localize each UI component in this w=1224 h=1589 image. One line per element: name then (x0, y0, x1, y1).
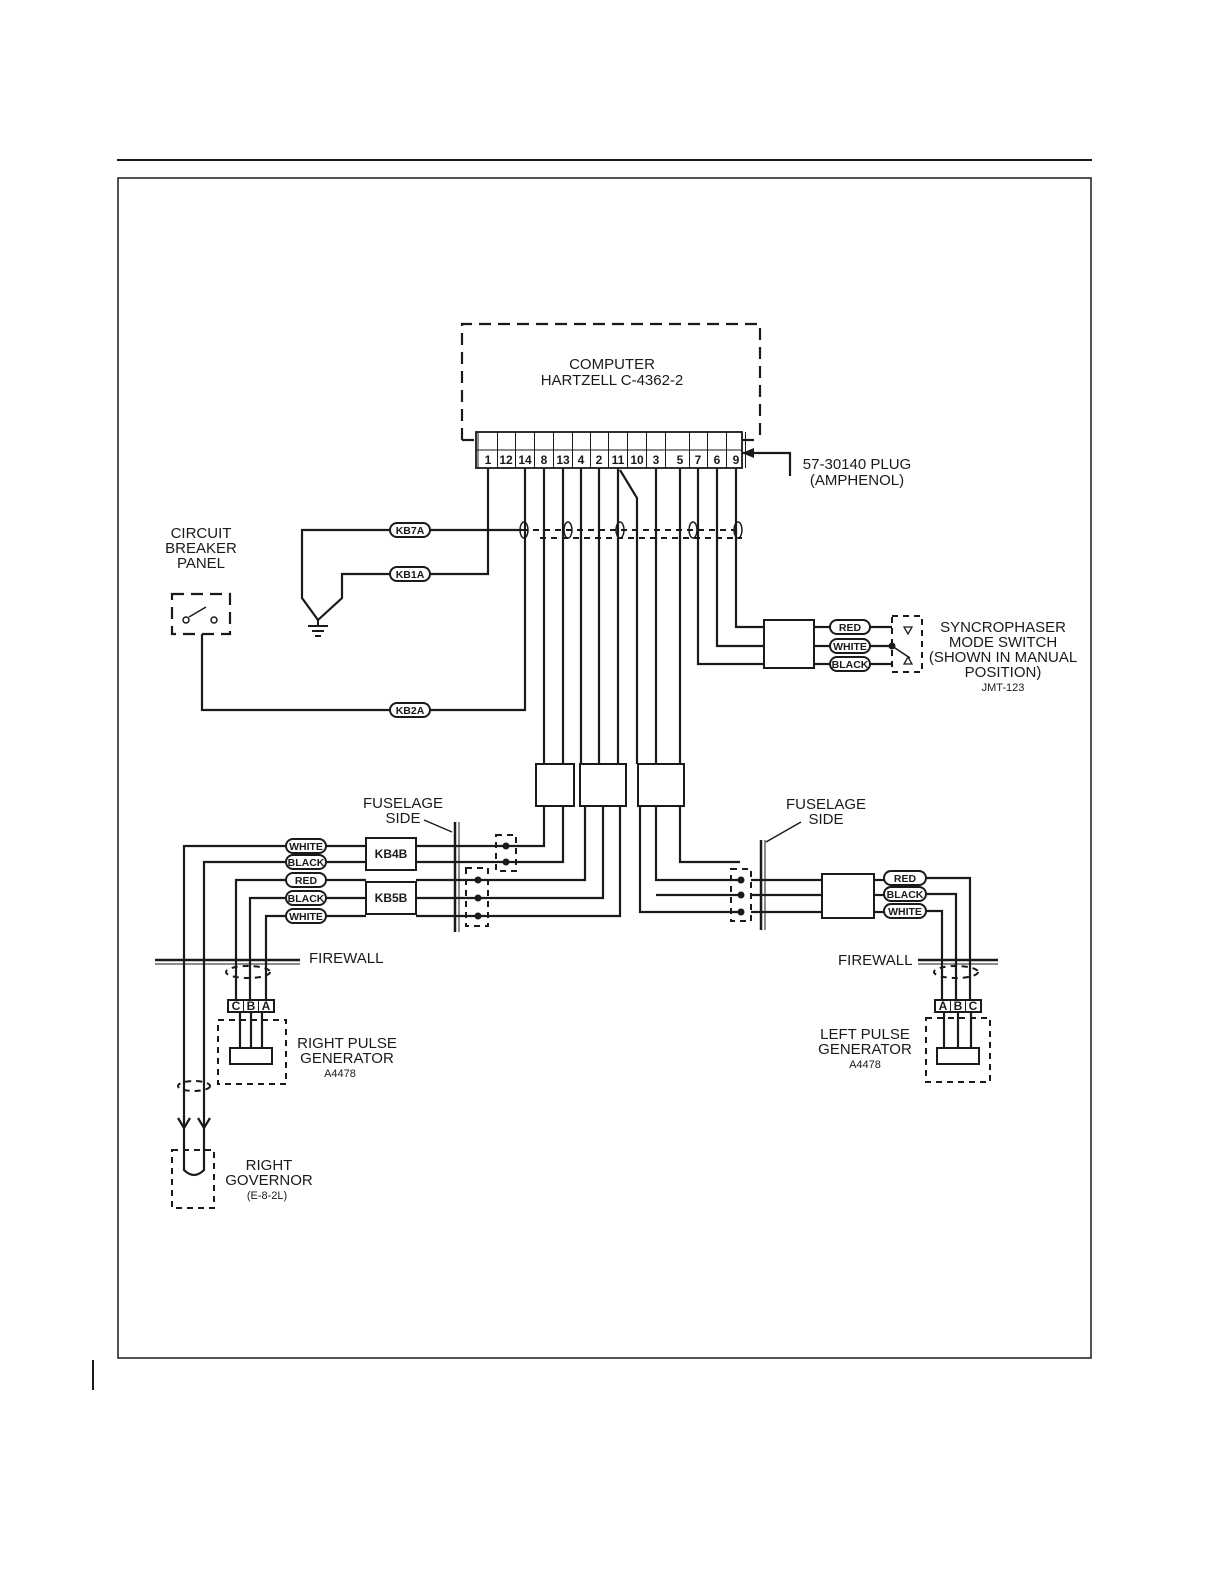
wire-color-tag: BLACK (829, 656, 871, 672)
wire-color-tag: BLACK (285, 854, 327, 870)
plug-pin-label: 9 (733, 453, 740, 467)
right-branch-wires: FUSELAGE SIDE RED BLACK WHITE (638, 796, 972, 1000)
plug-pin-label: 3 (653, 453, 660, 467)
pulse-pin-label: A (939, 999, 948, 1013)
plug-sublabel: (AMPHENOL) (810, 472, 904, 489)
kb5b-label: KB5B (375, 891, 408, 905)
svg-text:BLACK: BLACK (832, 659, 869, 671)
plug-wires (200, 468, 764, 764)
svg-text:RIGHT: RIGHT (246, 1157, 293, 1174)
svg-text:RIGHT PULSE: RIGHT PULSE (297, 1035, 397, 1052)
computer-title: COMPUTER (569, 356, 655, 373)
figure-frame (117, 177, 1092, 1359)
wire-tag-kb7a: KB7A (389, 522, 431, 538)
fuselage-side-right-label: FUSELAGE (786, 796, 866, 813)
svg-text:RED: RED (839, 622, 862, 634)
svg-text:RED: RED (295, 875, 318, 887)
firewall-left-label: FIREWALL (309, 950, 383, 967)
wire-color-tag: BLACK (883, 886, 927, 902)
svg-text:POSITION): POSITION) (965, 664, 1042, 681)
computer-model: HARTZELL C-4362-2 (541, 372, 684, 389)
wire-tag-kb1a: KB1A (389, 566, 431, 582)
svg-text:WHITE: WHITE (888, 906, 922, 918)
left-branch-wires: FUSELAGE SIDE KB4B KB5B WHITE BLACK RED BLA… (182, 795, 622, 1150)
kb4b-label: KB4B (375, 847, 408, 861)
svg-text:BREAKER: BREAKER (165, 540, 237, 557)
wire-color-tag: RED (883, 870, 927, 886)
svg-text:BLACK: BLACK (288, 857, 325, 869)
firewall-right: FIREWALL (838, 952, 998, 979)
svg-text:(SHOWN IN MANUAL: (SHOWN IN MANUAL (929, 649, 1077, 666)
svg-text:WHITE: WHITE (289, 911, 323, 923)
svg-text:GENERATOR: GENERATOR (818, 1041, 912, 1058)
plug-leader (742, 451, 792, 476)
wire-color-tag: BLACK (285, 890, 327, 906)
plug-pin-label: 12 (499, 453, 513, 467)
wire-color-tag: WHITE (883, 903, 927, 919)
svg-text:SIDE: SIDE (808, 811, 843, 828)
plug-pin-label: 13 (556, 453, 570, 467)
svg-text:A4478: A4478 (849, 1059, 881, 1071)
plug-pin-label: 2 (596, 453, 603, 467)
computer-box: COMPUTER HARTZELL C-4362-2 (460, 322, 762, 442)
plug-pin-label: 11 (612, 453, 625, 467)
plug-pin-label: 6 (714, 453, 721, 467)
svg-text:BLACK: BLACK (288, 893, 325, 905)
pulse-pin-label: C (969, 999, 978, 1013)
svg-text:SIDE: SIDE (385, 810, 420, 827)
svg-text:PANEL: PANEL (177, 555, 225, 572)
svg-text:GOVERNOR: GOVERNOR (225, 1172, 313, 1189)
plug-pin-label: 4 (578, 453, 585, 467)
svg-text:RED: RED (894, 873, 917, 885)
shield-markers (519, 521, 743, 539)
wire-color-tag: WHITE (285, 838, 327, 854)
svg-text:WHITE: WHITE (289, 841, 323, 853)
wire-color-tag: WHITE (829, 638, 871, 654)
svg-text:KB1A: KB1A (396, 569, 425, 581)
svg-text:MODE SWITCH: MODE SWITCH (949, 634, 1057, 651)
svg-text:(E-8-2L): (E-8-2L) (247, 1190, 287, 1202)
svg-text:WHITE: WHITE (833, 641, 867, 653)
plug-pin-label: 8 (541, 453, 548, 467)
wire-tag-kb2a: KB2A (389, 702, 431, 718)
right-governor: RIGHT GOVERNOR (E-8-2L) (171, 1080, 313, 1209)
firewall-right-label: FIREWALL (838, 952, 912, 969)
circuit-breaker-panel: CIRCUIT BREAKER PANEL (165, 525, 237, 636)
svg-text:JMT-123: JMT-123 (982, 682, 1025, 694)
plug-arrow-icon (742, 448, 754, 458)
svg-text:GENERATOR: GENERATOR (300, 1050, 394, 1067)
breaker-switch-icon (188, 606, 207, 618)
svg-text:BLACK: BLACK (887, 889, 924, 901)
svg-text:SYNCROPHASER: SYNCROPHASER (940, 619, 1066, 636)
plug-pin-label: 14 (518, 453, 532, 467)
pulse-pin-label: A (262, 999, 271, 1013)
svg-text:KB2A: KB2A (396, 705, 425, 717)
pulse-pin-label: C (232, 999, 241, 1013)
wire-color-tag: RED (285, 872, 327, 888)
svg-text:KB7A: KB7A (396, 525, 425, 537)
plug-pin-label: 10 (630, 453, 644, 467)
syncrophaser-switch: RED WHITE BLACK SYNCROPHASER MODE SWITCH (… (763, 615, 1077, 694)
svg-text:A4478: A4478 (324, 1068, 356, 1080)
plug-pin-label: 5 (677, 453, 684, 467)
switch-lever-icon (891, 645, 911, 659)
fuselage-side-left-label: FUSELAGE (363, 795, 443, 812)
plug-pin-label: 7 (695, 453, 702, 467)
wire-color-tag: RED (829, 619, 871, 635)
firewall-left: FIREWALL (155, 950, 383, 979)
wire-color-tag: WHITE (285, 908, 327, 924)
pulse-pin-label: B (954, 999, 963, 1013)
ground-icon (308, 620, 328, 637)
svg-text:CIRCUIT: CIRCUIT (171, 525, 232, 542)
plug-pin-label: 1 (485, 453, 492, 467)
svg-text:LEFT PULSE: LEFT PULSE (820, 1026, 910, 1043)
plug-label: 57-30140 PLUG (803, 456, 911, 473)
pulse-pin-label: B (247, 999, 256, 1013)
splice-blocks (535, 763, 685, 807)
